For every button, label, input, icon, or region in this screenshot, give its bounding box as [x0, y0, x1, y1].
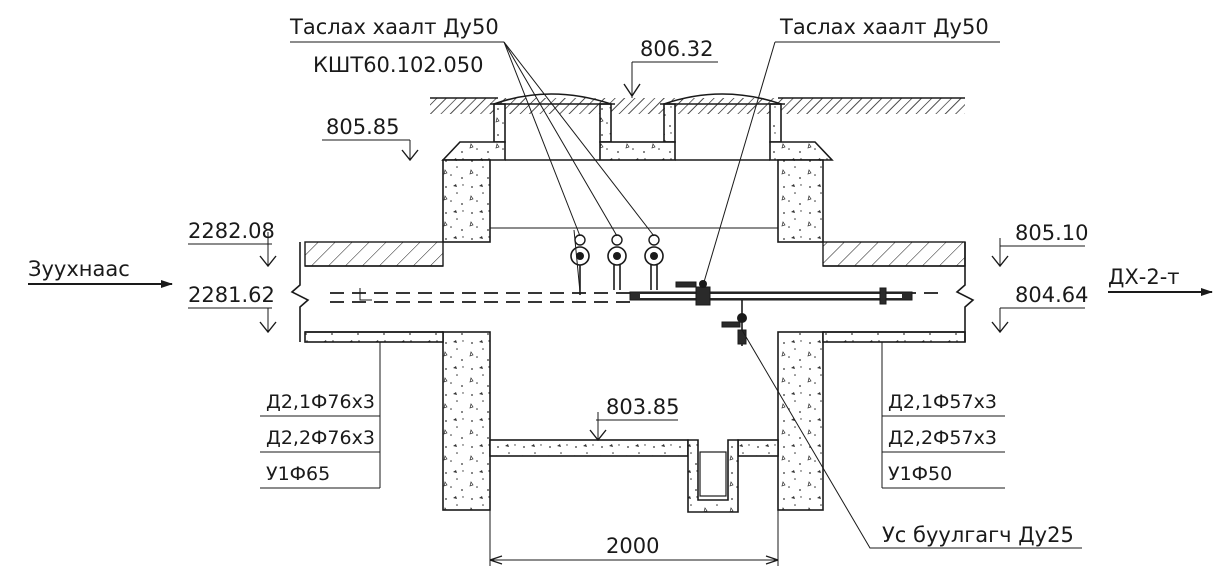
- top-slab: [441, 141, 834, 161]
- elevation-right-bottom: [991, 307, 1085, 334]
- elevation-top-ground: [623, 61, 718, 98]
- valve-right-name-label: Таслах хаалт Ду50: [779, 15, 989, 39]
- left-pipe-sleeve: [304, 241, 444, 343]
- valve-left-name-label: Таслах хаалт Ду50: [289, 15, 499, 39]
- ground-soil: [430, 97, 965, 114]
- pipe-right-row-3: У1Ф50: [888, 463, 952, 485]
- drain-valve-body: [721, 300, 747, 346]
- elevation-left-bottom-label: 2281.62: [188, 283, 275, 307]
- elevation-left-bottom: [188, 307, 277, 334]
- elevation-left-top-label: 2282.08: [188, 219, 275, 243]
- elevation-top-ground-label: 806.32: [640, 37, 713, 61]
- pipe-left-row-1: Д2,1Ф76х3: [266, 391, 375, 413]
- shutoff-valve-right: [675, 280, 707, 288]
- drain-valve-label: Ус буулгагч Ду25: [882, 523, 1074, 547]
- inside-pipe: [629, 286, 913, 306]
- shutoff-valve-1: [570, 229, 590, 295]
- pipe-right-row-2: Д2,2Ф57х3: [888, 427, 997, 449]
- inlet-label: Зуухнаас: [28, 257, 130, 281]
- pipe-table-right-lines: [881, 342, 1005, 489]
- break-lines: [290, 242, 975, 342]
- shutoff-valve-2: [607, 234, 627, 290]
- elevation-right-bottom-label: 804.64: [1015, 283, 1088, 307]
- pipe-left-row-2: Д2,2Ф76х3: [266, 427, 375, 449]
- pipe-table-left-lines: [260, 342, 381, 489]
- elevation-right-top: [991, 238, 1085, 268]
- pipe-right-row-1: Д2,1Ф57х3: [888, 391, 997, 413]
- elevation-top-slab: [322, 139, 419, 162]
- elevation-floor: [589, 412, 678, 442]
- chamber-floor: [489, 439, 779, 513]
- width-dimension: [489, 456, 779, 566]
- elevation-right-top-label: 805.10: [1015, 221, 1088, 245]
- outlet-label: ДХ-2-т: [1108, 265, 1180, 289]
- elevation-floor-label: 803.85: [606, 395, 679, 419]
- pipe-left-row-3: У1Ф65: [266, 463, 330, 485]
- elevation-left-top: [188, 232, 277, 268]
- elevation-top-slab-label: 805.85: [326, 115, 399, 139]
- width-dimension-label: 2000: [606, 534, 659, 558]
- leader-lines: [290, 41, 1082, 549]
- valve-left-code-label: КШТ60.102.050: [313, 53, 483, 77]
- shutoff-valve-3: [644, 234, 664, 290]
- chamber-walls: [442, 159, 824, 511]
